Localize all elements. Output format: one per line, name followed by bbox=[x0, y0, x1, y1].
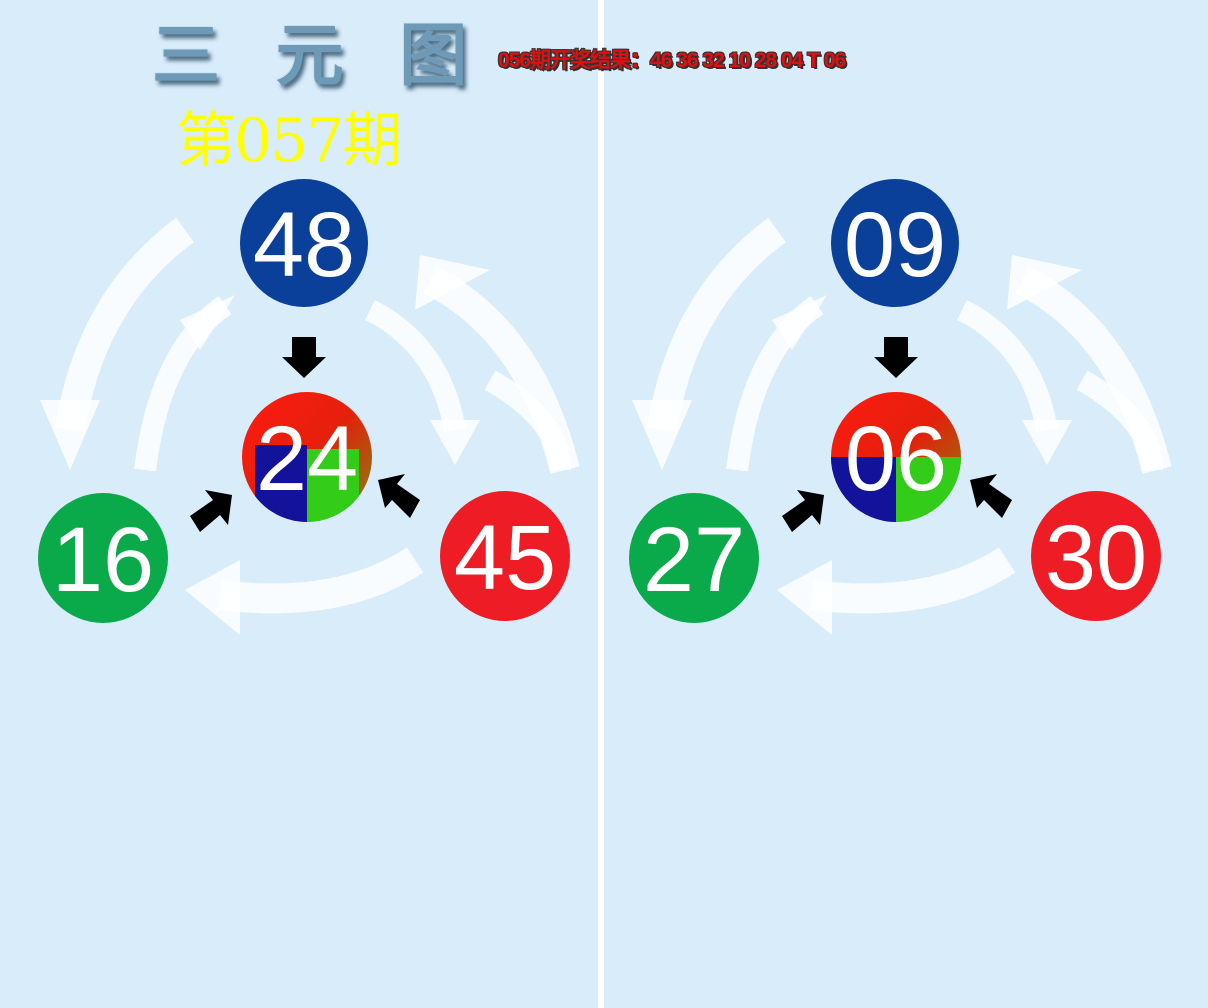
ball-right: 30 bbox=[1031, 491, 1161, 621]
ball-number: 16 bbox=[52, 509, 154, 611]
panel-divider bbox=[598, 0, 604, 1008]
ball-number: 09 bbox=[844, 194, 946, 296]
ball-center: 06 bbox=[831, 392, 961, 522]
ball-number: 06 bbox=[845, 408, 947, 510]
ball-number: 27 bbox=[643, 509, 745, 611]
ball-top: 48 bbox=[240, 179, 368, 307]
arrow-down-icon bbox=[282, 337, 326, 378]
last-draw-result: 056期开奖结果：46 36 32 10 28 04 T 06 bbox=[498, 49, 846, 72]
arrow-down-icon bbox=[874, 337, 918, 378]
ball-left: 27 bbox=[629, 493, 759, 623]
ball-number: 24 bbox=[256, 408, 358, 510]
ball-right: 45 bbox=[440, 491, 570, 621]
panel-right: 09 06 27 30 bbox=[604, 179, 1208, 1008]
issue-number: 第057期 bbox=[176, 106, 403, 176]
page-title: 三 元 图 bbox=[152, 16, 468, 96]
ball-top: 09 bbox=[831, 179, 959, 307]
ball-number: 45 bbox=[454, 507, 556, 609]
ball-left: 16 bbox=[38, 493, 168, 623]
arrow-icon bbox=[782, 490, 824, 532]
ball-number: 48 bbox=[253, 194, 355, 296]
arrow-icon bbox=[190, 490, 232, 532]
ball-number: 30 bbox=[1045, 507, 1147, 609]
arrow-icon bbox=[970, 474, 1012, 518]
panel-left: 48 24 16 45 bbox=[0, 179, 598, 1008]
ball-center: 24 bbox=[242, 392, 372, 522]
arrow-icon bbox=[378, 474, 420, 518]
